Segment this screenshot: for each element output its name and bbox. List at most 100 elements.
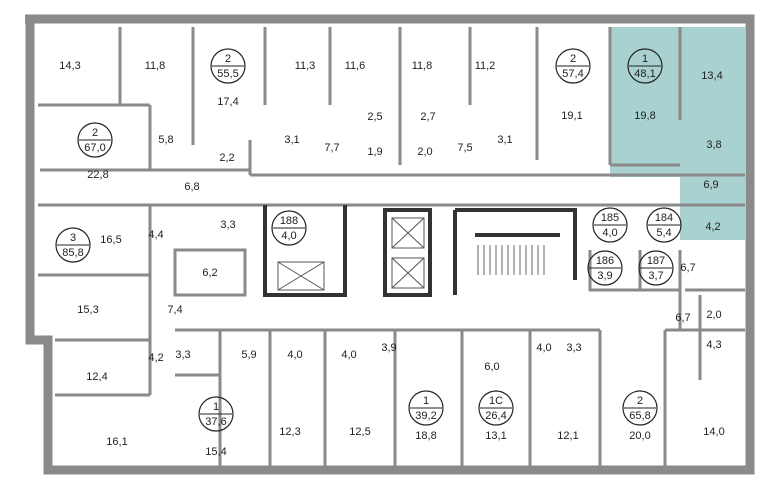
apartment-badge[interactable]: 267,0 <box>77 122 113 158</box>
room-area-label: 14,0 <box>703 426 724 438</box>
room-area-label: 17,4 <box>217 96 238 108</box>
room-area-label: 11,8 <box>145 60 166 72</box>
badge-top: 2 <box>637 395 643 407</box>
selected-apartment-highlight[interactable] <box>610 27 745 177</box>
room-area-label: 6,2 <box>202 267 217 279</box>
room-area-label: 4,0 <box>341 349 356 361</box>
badge-top: 184 <box>655 212 673 224</box>
room-area-label: 6,7 <box>675 312 690 324</box>
badge-top: 2 <box>225 53 231 65</box>
badge-bottom: 65,8 <box>629 410 650 422</box>
badge-circle <box>555 48 591 84</box>
room-area-label: 1,9 <box>367 146 382 158</box>
room-area-label: 2,5 <box>367 111 382 123</box>
apartment-badge[interactable]: 385,8 <box>55 227 91 263</box>
badge-bottom: 4,0 <box>602 227 617 239</box>
room-area-label: 4,2 <box>148 352 163 364</box>
room-area-label: 4,0 <box>536 342 551 354</box>
room-area-label: 6,0 <box>484 361 499 373</box>
room-area-label: 16,1 <box>106 436 127 448</box>
badge-circle <box>627 48 663 84</box>
badge-bottom: 55,5 <box>217 68 238 80</box>
apartment-badge[interactable]: 265,8 <box>622 390 658 426</box>
badge-circle <box>622 390 658 426</box>
apartment-badge[interactable]: 137,6 <box>198 396 234 432</box>
room-area-label: 6,8 <box>184 181 199 193</box>
room-area-label: 5,9 <box>241 349 256 361</box>
badge-circle <box>55 227 91 263</box>
room-area-label: 3,3 <box>175 349 190 361</box>
badge-top: 185 <box>601 212 619 224</box>
room-area-label: 3,9 <box>381 342 396 354</box>
room-area-label: 12,1 <box>557 430 578 442</box>
badge-bottom: 5,4 <box>656 227 671 239</box>
room-area-label: 13,1 <box>485 430 506 442</box>
room-area-label: 11,8 <box>412 60 433 72</box>
room-area-label: 11,3 <box>295 60 316 72</box>
elevator-icon <box>391 257 425 289</box>
badge-circle <box>592 207 628 243</box>
badge-bottom: 67,0 <box>84 142 105 154</box>
badge-bottom: 85,8 <box>62 247 83 259</box>
room-area-label: 15,4 <box>205 446 226 458</box>
room-area-label: 18,8 <box>415 430 436 442</box>
room-area-label: 3,3 <box>566 342 581 354</box>
apartment-badge[interactable]: 257,4 <box>555 48 591 84</box>
badge-top: 188 <box>280 215 298 227</box>
room-area-label: 19,1 <box>561 110 582 122</box>
staircase-icon <box>475 233 560 275</box>
badge-bottom: 57,4 <box>562 68 583 80</box>
walls <box>25 14 755 475</box>
badge-circle <box>198 396 234 432</box>
badge-top: 1 <box>642 53 648 65</box>
badge-circle <box>408 390 444 426</box>
badge-top: 2 <box>570 53 576 65</box>
room-area-label: 12,3 <box>279 426 300 438</box>
badge-top: 2 <box>92 127 98 139</box>
room-area-label: 6,7 <box>680 262 695 274</box>
badge-bottom: 3,9 <box>597 270 612 282</box>
apartment-badge[interactable]: 255,5 <box>210 48 246 84</box>
room-area-label: 20,0 <box>629 430 650 442</box>
room-area-label: 11,6 <box>345 60 366 72</box>
room-area-label: 6,9 <box>703 179 718 191</box>
apartment-badge[interactable]: 139,2 <box>408 390 444 426</box>
room-area-label: 15,3 <box>77 304 98 316</box>
badge-circle <box>646 207 682 243</box>
room-area-label: 3,8 <box>706 139 721 151</box>
apartment-badge[interactable]: 1С 26,4 <box>478 390 514 426</box>
elevator-icon <box>391 217 425 249</box>
room-area-label: 3,1 <box>497 134 512 146</box>
badge-top: 1 <box>423 395 429 407</box>
room-area-label: 4,0 <box>287 349 302 361</box>
room-area-label: 4,2 <box>705 221 720 233</box>
room-area-label: 16,5 <box>100 234 121 246</box>
badge-circle <box>210 48 246 84</box>
room-area-label: 2,0 <box>706 309 721 321</box>
badge-bottom: 3,7 <box>648 270 663 282</box>
badge-circle <box>271 210 307 246</box>
badge-circle <box>77 122 113 158</box>
badge-bottom: 26,4 <box>485 410 506 422</box>
room-area-label: 14,3 <box>59 60 80 72</box>
badge-circle <box>638 250 674 286</box>
badge-circle <box>587 250 623 286</box>
room-area-label: 2,0 <box>417 146 432 158</box>
badge-top: 1С <box>489 395 503 407</box>
room-area-label: 7,5 <box>457 142 472 154</box>
room-area-label: 2,7 <box>420 111 435 123</box>
elevator-icons <box>277 217 425 291</box>
room-area-label: 12,5 <box>349 426 370 438</box>
room-area-label: 7,7 <box>324 142 339 154</box>
badge-top: 3 <box>70 232 76 244</box>
room-area-label: 13,4 <box>701 70 722 82</box>
room-area-label: 19,8 <box>634 110 655 122</box>
apartment-badge[interactable]: 148,1 <box>627 48 663 84</box>
room-area-label: 2,2 <box>219 152 234 164</box>
